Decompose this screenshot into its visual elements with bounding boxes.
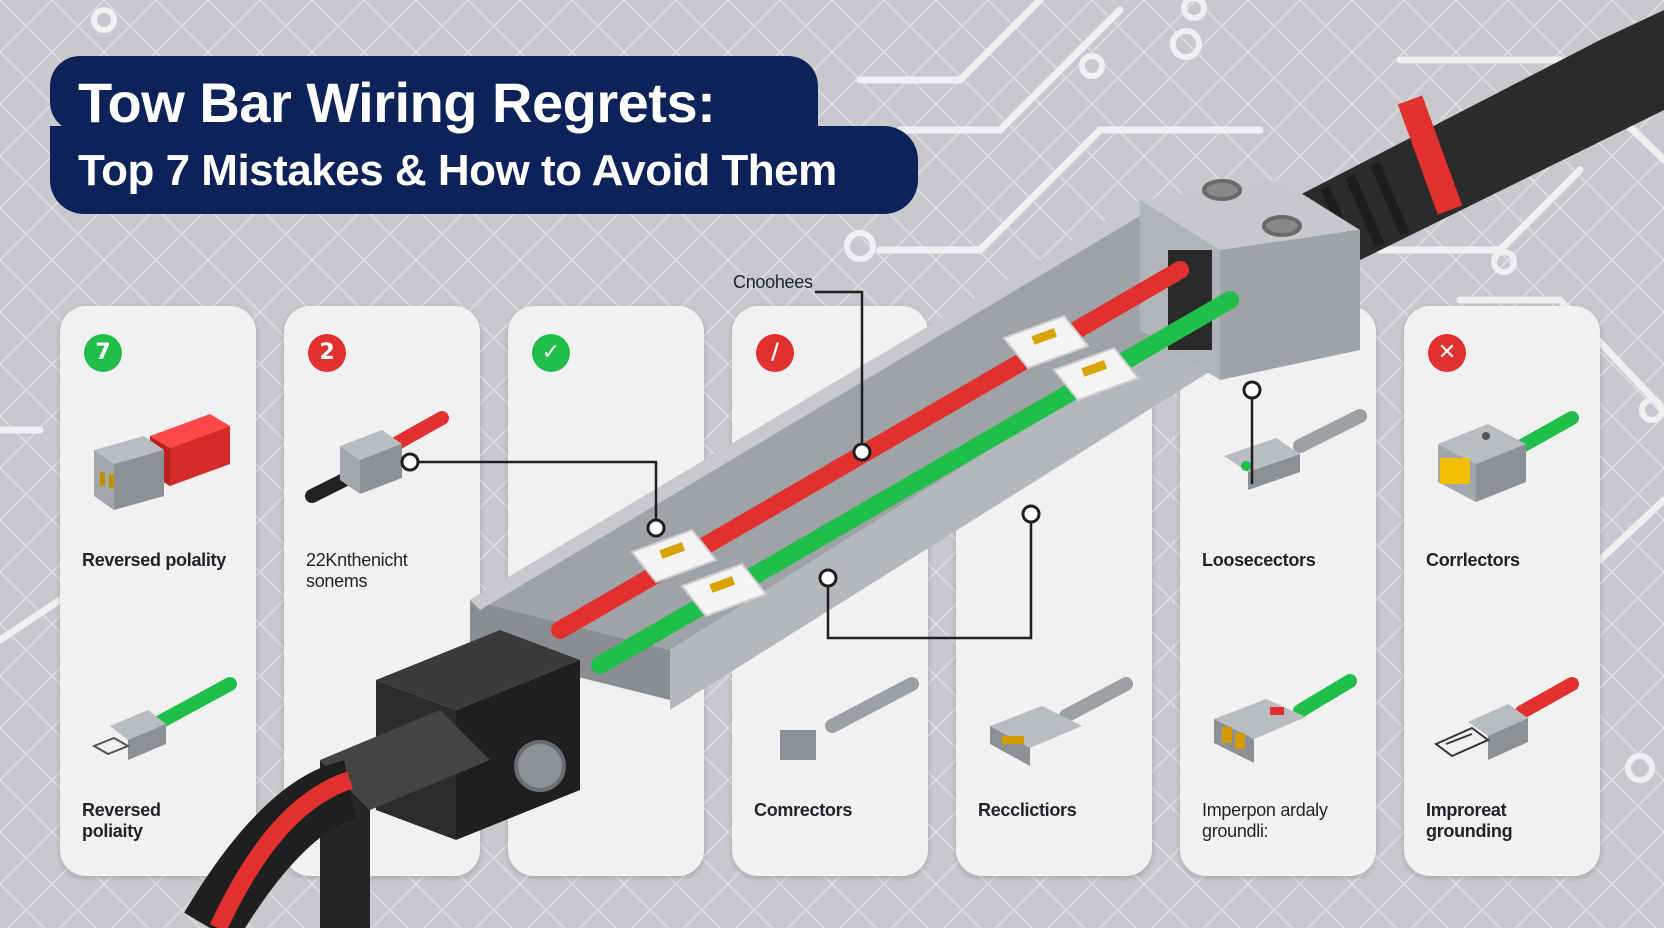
bullet-connector-icon	[305, 411, 449, 503]
bottom-label-line-2: grounding	[1426, 821, 1513, 841]
channel-front-wall	[470, 600, 670, 700]
title-banner-top	[50, 56, 818, 132]
page-subtitle: Top 7 Mistakes & How to Avoid Them	[78, 146, 837, 195]
leader-dots	[400, 380, 1262, 588]
check-icon: ✓	[532, 334, 570, 372]
callout-label: Cnoohees	[733, 272, 813, 292]
bottom-label-line-2: poliaity	[82, 821, 143, 841]
mistake-card-6[interactable]: Loosecectors Imperpon ardaly groundli:	[1180, 306, 1376, 876]
mistake-top-label: Reversed polality	[82, 550, 226, 570]
improper-ground-connector-icon	[1214, 674, 1357, 763]
wire-ferrules	[630, 314, 1140, 618]
top-label-line-2: sonems	[306, 571, 368, 591]
bolt-hole	[1202, 179, 1242, 201]
connector-housing-top	[376, 630, 580, 710]
mistake-bottom-label: Reversed poliaity	[82, 800, 252, 842]
mistake-bottom-label: Improreat grounding	[1426, 800, 1596, 842]
end-block-side	[1220, 230, 1360, 380]
mistake-bottom-label: Imperpon ardaly groundli:	[1202, 800, 1372, 842]
bolt-hole	[1262, 215, 1302, 237]
red-wire-plug-icon	[1434, 677, 1579, 760]
mistake-card-1[interactable]: 7 Reversed polality Reversed poliaity	[60, 306, 256, 876]
bottom-label-line-1: Imperpon ardaly	[1202, 800, 1328, 820]
mistake-bottom-label: Comrectors	[754, 800, 853, 820]
mistake-card-7[interactable]: ✕ Corrlectors Improreat grounding	[1404, 306, 1600, 876]
number-badge: 7	[84, 334, 122, 372]
mistake-top-label: 22Knthenicht sonems	[306, 550, 476, 592]
slash-icon: /	[756, 334, 794, 372]
channel-back-edge	[470, 200, 1150, 610]
mistake-top-label: Corrlectors	[1426, 550, 1520, 570]
close-icon: ✕	[1428, 334, 1466, 372]
connector-housing-side	[456, 660, 580, 840]
yellow-pin-connector-icon	[1438, 411, 1579, 502]
loose-connector-icon	[1224, 409, 1367, 490]
wire-plug-icon	[91, 677, 237, 760]
leader-lines	[410, 290, 1254, 640]
mistake-bottom-label: Recclictiors	[978, 800, 1077, 820]
connector-plug-top	[320, 710, 490, 810]
connector-bolt	[514, 740, 566, 792]
title-banner-bottom	[50, 126, 918, 214]
number-badge: 2	[308, 334, 346, 372]
flat-connector-icon	[990, 677, 1133, 766]
page-title: Tow Bar Wiring Regrets:	[78, 71, 716, 134]
bottom-label-line-1: Reversed	[82, 800, 161, 820]
top-label-line-1: 22Knthenicht	[306, 550, 408, 570]
end-block-top	[1140, 180, 1360, 250]
bottom-label-line-2: groundli:	[1202, 821, 1269, 841]
bottom-label-line-1: Improreat	[1426, 800, 1507, 820]
grey-connector-icon	[780, 677, 919, 760]
red-cable-lead	[209, 771, 354, 928]
mistake-top-label: Loosecectors	[1202, 550, 1316, 570]
cable-red-ring	[1397, 95, 1463, 215]
cable-sheath	[1290, 10, 1664, 270]
reversed-connector-icon	[94, 414, 230, 510]
